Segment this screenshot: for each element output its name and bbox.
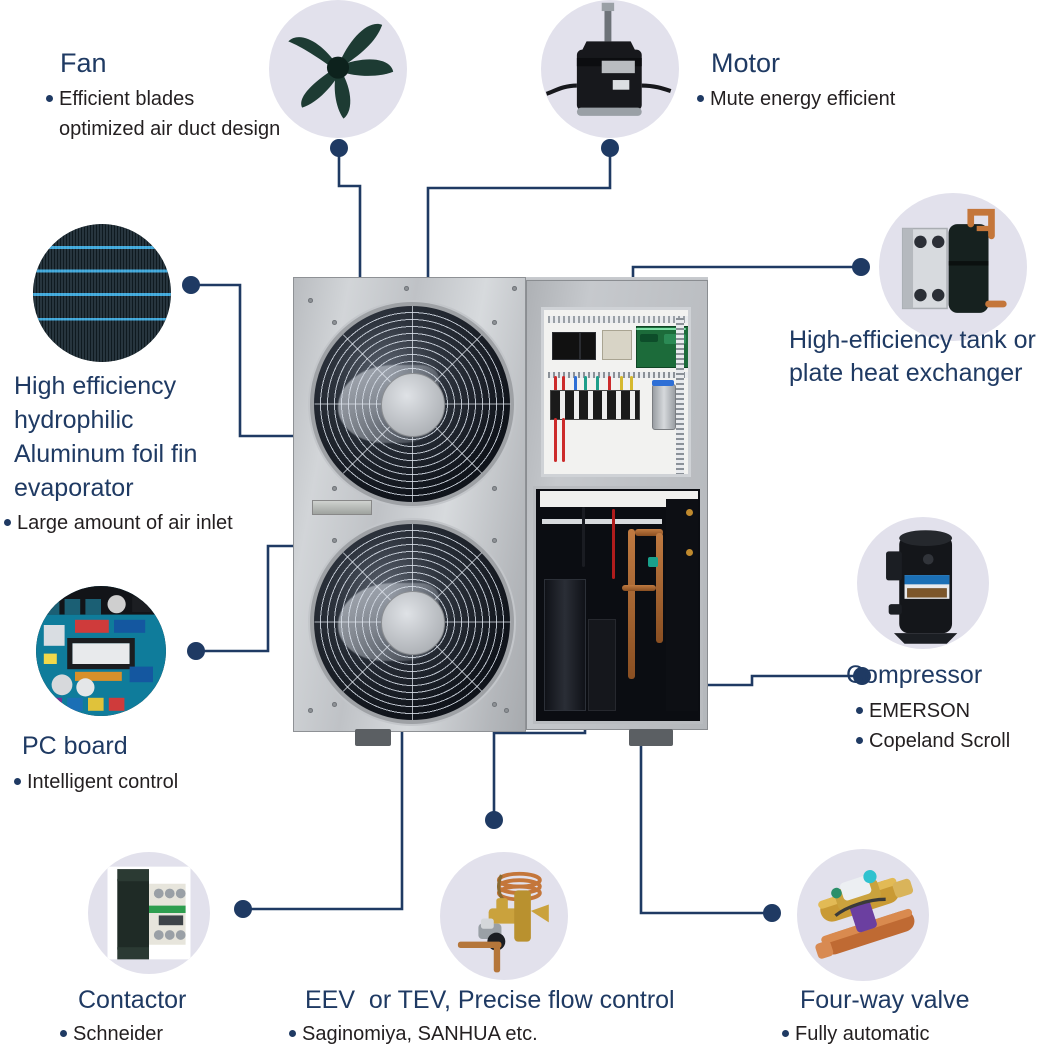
scroll-compressor-photo <box>857 517 989 649</box>
four-way-valve-icon <box>815 870 915 959</box>
fan-extra-line: optimized air duct design <box>59 118 281 141</box>
unit-service-cabinet <box>526 280 708 730</box>
dot-heat-exchanger <box>852 258 870 276</box>
evaporator-bullet-1: Large amount of air inlet <box>4 511 233 535</box>
contactor-text-block: Contactor Schneider <box>60 986 186 1046</box>
four-way-valve-text-block: Four-way valve Fully automatic <box>782 986 970 1046</box>
evaporator-heading-line2: hydrophilic <box>14 406 134 434</box>
evaporator-bullet-label: Large amount of air inlet <box>17 512 233 534</box>
lower-fan-grille <box>314 524 511 720</box>
bullet-dot-icon <box>60 1030 67 1037</box>
contactor-photo <box>88 852 210 974</box>
expansion-valve-text-block: EEV or TEV, Precise flow control Saginom… <box>289 986 675 1046</box>
motor-icon <box>545 2 672 116</box>
compressor-body <box>544 579 586 711</box>
dot-pc-board <box>187 642 205 660</box>
expansion-valve-heading: EEV or TEV, Precise flow control <box>305 986 675 1014</box>
contactor-heading: Contactor <box>78 986 187 1014</box>
upper-fan-grille <box>314 306 511 502</box>
unit-foot-right <box>629 729 673 746</box>
fan-bullet-1: Efficient blades <box>46 87 280 111</box>
motor-text-block: Motor Mute energy efficient <box>697 48 895 111</box>
bullet-dot-icon <box>4 519 11 526</box>
compressor-bullet-label-1: EMERSON <box>869 700 971 722</box>
compressor-heading: Compressor <box>846 661 983 689</box>
four-way-valve-bullet-label: Fully automatic <box>795 1023 930 1045</box>
motor-bullet-1: Mute energy efficient <box>697 87 895 111</box>
fan-heading: Fan <box>60 48 107 78</box>
compressor-icon <box>886 530 958 644</box>
four-way-valve-heading: Four-way valve <box>800 986 970 1014</box>
dot-contactor <box>234 900 252 918</box>
bullet-dot-icon <box>289 1030 296 1037</box>
bullet-dot-icon <box>697 95 704 103</box>
heat-exchanger-heading-line2: plate heat exchanger <box>789 359 1023 387</box>
plate-heat-exchanger-photo <box>879 193 1027 341</box>
bullet-dot-icon <box>856 737 863 744</box>
fan-motor-photo <box>541 0 679 138</box>
compressor-bullet-2: Copeland Scroll <box>856 729 1010 753</box>
fan-blade-photo <box>269 0 407 138</box>
contactor-bullet-1: Schneider <box>60 1022 186 1046</box>
dot-evaporator <box>182 276 200 294</box>
motor-bullet-label: Mute energy efficient <box>710 88 896 111</box>
bullet-dot-icon <box>856 707 863 714</box>
unit-refrigeration-compartment <box>533 486 703 724</box>
dot-expansion-valve <box>485 811 503 829</box>
dot-four-way-valve <box>763 904 781 922</box>
unit-fan-cabinet <box>293 277 526 732</box>
pc-board-bullet-1: Intelligent control <box>14 770 178 794</box>
contactor-bullet-label: Schneider <box>73 1023 164 1045</box>
pc-board-text-block: PC board Intelligent control <box>14 732 178 794</box>
four-way-valve-bullet-1: Fully automatic <box>782 1022 970 1046</box>
heat-exchanger-text-block: High-efficiency tank or plate heat excha… <box>789 326 1036 387</box>
evaporator-heading: High efficiency <box>14 372 177 400</box>
compressor-bullet-1: EMERSON <box>856 699 1010 723</box>
run-capacitor <box>652 384 676 430</box>
expansion-valve-icon <box>457 871 549 973</box>
expansion-valve-bullet-label: Saginomiya, SANHUA etc. <box>302 1023 538 1045</box>
pc-board-photo <box>36 586 166 716</box>
bullet-dot-icon <box>46 95 53 103</box>
evaporator-heading-line3: Aluminum foil fin <box>14 440 198 468</box>
fin-coil-highlights <box>33 224 171 362</box>
pc-board-heading: PC board <box>22 732 128 760</box>
motor-heading: Motor <box>711 48 781 78</box>
bullet-dot-icon <box>14 778 21 785</box>
unit-vent-louver <box>312 500 372 515</box>
unit-foot-left <box>355 729 391 746</box>
fan-text-block: Fan Efficient blades optimized air duct … <box>46 48 280 141</box>
pc-board-bullet-label: Intelligent control <box>27 771 179 793</box>
aluminum-fin-coil-photo <box>33 224 171 362</box>
heat-exchanger-heading: High-efficiency tank or <box>789 326 1036 354</box>
pc-board-icon <box>36 586 166 716</box>
compressor-text-block: Compressor EMERSON Copeland Scroll <box>846 661 1010 753</box>
expansion-valve-photo <box>440 852 568 980</box>
compressor-bullet-label-2: Copeland Scroll <box>869 730 1011 752</box>
bullet-dot-icon <box>782 1030 789 1037</box>
heat-exchanger-icon <box>901 208 1007 313</box>
contactor-icon <box>107 866 191 960</box>
dot-motor <box>601 139 619 157</box>
four-way-valve-photo <box>797 849 929 981</box>
fan-blade-icon <box>288 23 394 119</box>
dot-fan <box>330 139 348 157</box>
evaporator-text-block: High efficiency hydrophilic Aluminum foi… <box>4 372 233 535</box>
fan-bullet-label: Efficient blades <box>59 88 195 111</box>
unit-electrical-compartment <box>541 307 691 477</box>
heat-pump-outdoor-unit <box>293 277 708 746</box>
evaporator-heading-line4: evaporator <box>14 474 134 502</box>
expansion-valve-bullet-1: Saginomiya, SANHUA etc. <box>289 1022 675 1046</box>
